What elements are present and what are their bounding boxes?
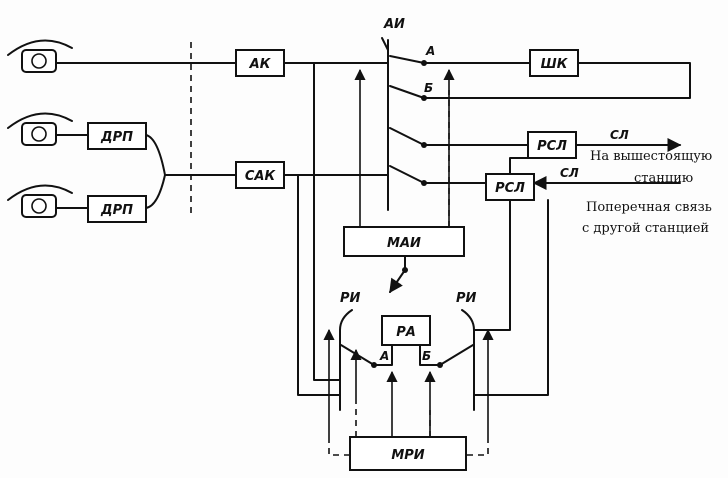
ri-left-label: РИ (340, 291, 361, 306)
wire-drp-merge (145, 134, 166, 209)
ra-label: РА (396, 325, 416, 340)
drp-block-2: ДРП (87, 195, 147, 223)
ri-right-label: РИ (456, 291, 477, 306)
drp-block-1: ДРП (87, 122, 147, 150)
rsl-top-block: РСЛ (527, 131, 577, 159)
sak-block: САК (235, 161, 285, 189)
ak-block: АК (235, 49, 285, 77)
mri-block: МРИ (349, 436, 467, 471)
telephone-icon-3 (7, 184, 73, 218)
rsl-top-label: РСЛ (537, 139, 567, 154)
telephone-icon-2 (7, 112, 73, 146)
sl-top-label: СЛ (610, 128, 629, 142)
drp-1-label: ДРП (100, 130, 133, 145)
wire-ri-rsl-top (473, 157, 529, 331)
ra-port-b-label: Б (422, 349, 431, 363)
ra-port-a-label: А (379, 349, 389, 363)
sak-label: САК (245, 169, 277, 184)
telephone-icon-1 (7, 39, 73, 73)
wire-shk-loop (423, 62, 691, 99)
wire-ak-ri (313, 62, 341, 381)
mri-label: МРИ (391, 448, 424, 463)
ai-label: АИ (383, 17, 405, 32)
shk-label: ШК (541, 57, 569, 72)
higher-station-note-line2: станцию (634, 171, 693, 186)
ai-port-a-label: А (425, 44, 435, 58)
cross-link-note-line1: Поперечная связь (586, 200, 712, 215)
ra-block: РА (381, 315, 431, 346)
cross-link-note-line2: с другой станцией (582, 221, 709, 236)
ri-right-bar (461, 309, 475, 411)
mai-block: МАИ (343, 226, 465, 257)
rsl-bottom-block: РСЛ (485, 173, 535, 201)
rsl-bottom-label: РСЛ (495, 181, 525, 196)
ai-port-b-label: Б (424, 81, 433, 95)
shk-block: ШК (529, 49, 579, 77)
wire-ri-rsl-bottom (473, 199, 549, 396)
wire-sak-ri (297, 174, 341, 396)
ak-label: АК (249, 57, 272, 72)
sl-bottom-label: СЛ (560, 166, 579, 180)
ri-left-bar (339, 309, 353, 411)
drp-2-label: ДРП (100, 203, 133, 218)
mai-label: МАИ (387, 236, 421, 251)
higher-station-note-line1: На вышестоящую (590, 149, 712, 164)
